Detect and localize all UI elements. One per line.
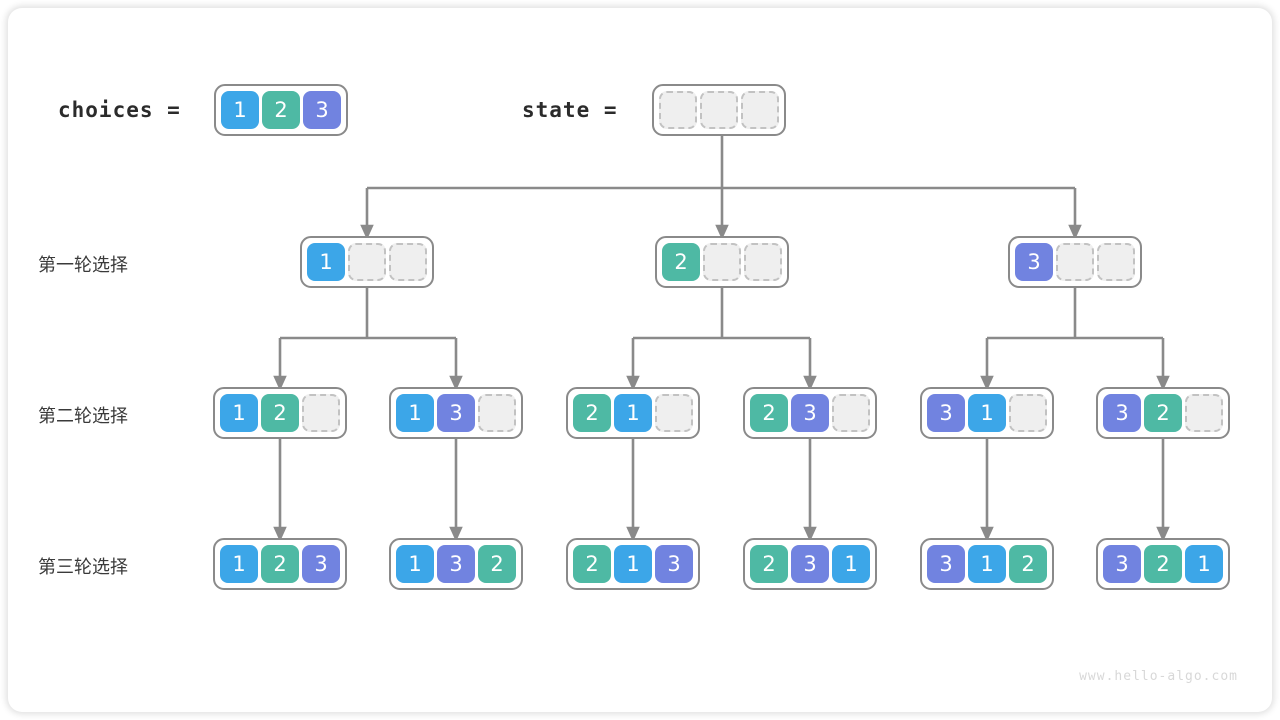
node-row3-3-cell-0: 2: [573, 545, 611, 583]
node-row2-5-cell-1: 1: [968, 394, 1006, 432]
node-row2-3-cell-2: [655, 394, 693, 432]
node-row3-1-cell-1: 2: [261, 545, 299, 583]
node-row2-5-cell-2: [1009, 394, 1047, 432]
state-array: [652, 84, 786, 136]
node-row2-2-cell-2: [478, 394, 516, 432]
node-row2-2-cell-0: 1: [396, 394, 434, 432]
node-row2-5-cell-0: 3: [927, 394, 965, 432]
node-row1-2: 2: [655, 236, 789, 288]
state-cell-2: [741, 91, 779, 129]
node-row1-1: 1: [300, 236, 434, 288]
card-frame: [8, 8, 1272, 712]
node-row3-2-cell-2: 2: [478, 545, 516, 583]
node-row1-2-cell-2: [744, 243, 782, 281]
choices-label: choices =: [58, 98, 181, 122]
node-row3-4-cell-2: 1: [832, 545, 870, 583]
node-row1-2-cell-0: 2: [662, 243, 700, 281]
node-row3-3-cell-1: 1: [614, 545, 652, 583]
node-row1-1-cell-2: [389, 243, 427, 281]
node-row3-5-cell-2: 2: [1009, 545, 1047, 583]
node-row2-6-cell-0: 3: [1103, 394, 1141, 432]
node-row1-3-cell-0: 3: [1015, 243, 1053, 281]
node-row2-4-cell-2: [832, 394, 870, 432]
node-row3-2-cell-1: 3: [437, 545, 475, 583]
node-row3-5-cell-1: 1: [968, 545, 1006, 583]
node-row3-1-cell-2: 3: [302, 545, 340, 583]
node-row2-3-cell-0: 2: [573, 394, 611, 432]
node-row2-4-cell-0: 2: [750, 394, 788, 432]
node-row3-4-cell-1: 3: [791, 545, 829, 583]
node-row3-6-cell-0: 3: [1103, 545, 1141, 583]
node-row2-4-cell-1: 3: [791, 394, 829, 432]
node-row3-1-cell-0: 1: [220, 545, 258, 583]
node-row3-6-cell-1: 2: [1144, 545, 1182, 583]
row-label-3: 第三轮选择: [38, 557, 128, 578]
node-row3-4-cell-0: 2: [750, 545, 788, 583]
choices-cell-1: 2: [262, 91, 300, 129]
node-row1-2-cell-1: [703, 243, 741, 281]
node-row2-2-cell-1: 3: [437, 394, 475, 432]
node-row2-1-cell-1: 2: [261, 394, 299, 432]
node-row1-3: 3: [1008, 236, 1142, 288]
node-row2-1-cell-0: 1: [220, 394, 258, 432]
state-label: state =: [522, 98, 618, 122]
node-row1-1-cell-0: 1: [307, 243, 345, 281]
node-row3-3-cell-2: 3: [655, 545, 693, 583]
node-row3-2-cell-0: 1: [396, 545, 434, 583]
node-row2-6-cell-1: 2: [1144, 394, 1182, 432]
node-row1-1-cell-1: [348, 243, 386, 281]
state-cell-1: [700, 91, 738, 129]
row-label-2: 第二轮选择: [38, 406, 128, 427]
row-label-1: 第一轮选择: [38, 255, 128, 276]
watermark: www.hello-algo.com: [1079, 669, 1238, 684]
node-row1-3-cell-2: [1097, 243, 1135, 281]
node-row2-1-cell-2: [302, 394, 340, 432]
node-row3-5-cell-0: 3: [927, 545, 965, 583]
node-row1-3-cell-1: [1056, 243, 1094, 281]
node-row2-6-cell-2: [1185, 394, 1223, 432]
state-cell-0: [659, 91, 697, 129]
choices-cell-0: 1: [221, 91, 259, 129]
choices-cell-2: 3: [303, 91, 341, 129]
node-row3-6-cell-2: 1: [1185, 545, 1223, 583]
node-row2-3-cell-1: 1: [614, 394, 652, 432]
